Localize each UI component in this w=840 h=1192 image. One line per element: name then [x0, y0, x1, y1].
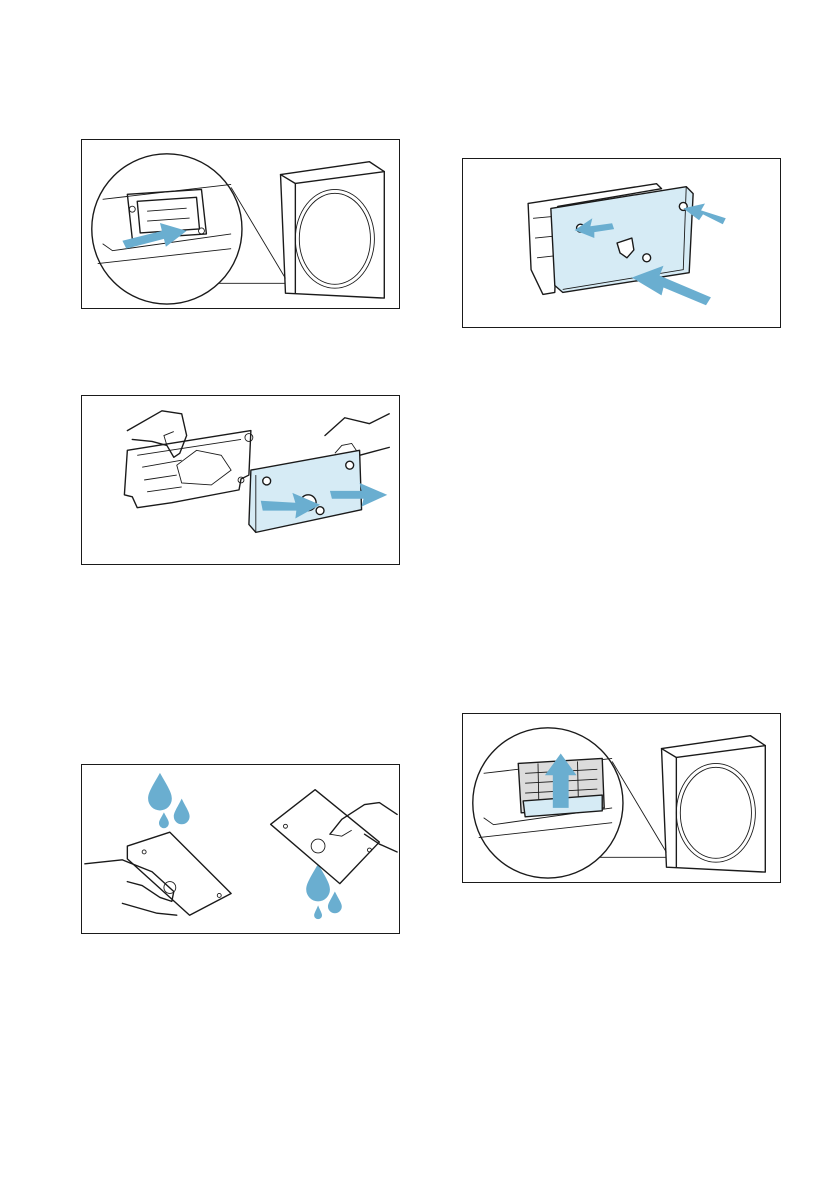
rinse-filter-drawing	[82, 765, 399, 933]
hand-icon	[127, 411, 186, 457]
dryer-icon	[662, 736, 766, 872]
illustration-reinsert-filter	[462, 158, 781, 328]
filter-frame-icon	[124, 431, 252, 508]
illustration-remove-drain-cover	[81, 139, 400, 309]
magnifier-circle-icon	[92, 154, 242, 304]
illustration-rinse-filter	[81, 764, 400, 934]
filter-panel-icon	[127, 832, 231, 915]
remove-drain-cover-drawing	[82, 140, 399, 308]
magnifier-circle-icon	[473, 728, 623, 878]
illustration-separate-filter	[81, 395, 400, 565]
separate-filter-drawing	[82, 396, 399, 564]
illustration-insert-into-dryer	[462, 713, 781, 883]
dryer-icon	[281, 162, 385, 298]
filter-panel-icon	[271, 790, 380, 884]
insert-into-dryer-drawing	[463, 714, 780, 882]
reinsert-filter-drawing	[463, 159, 780, 327]
